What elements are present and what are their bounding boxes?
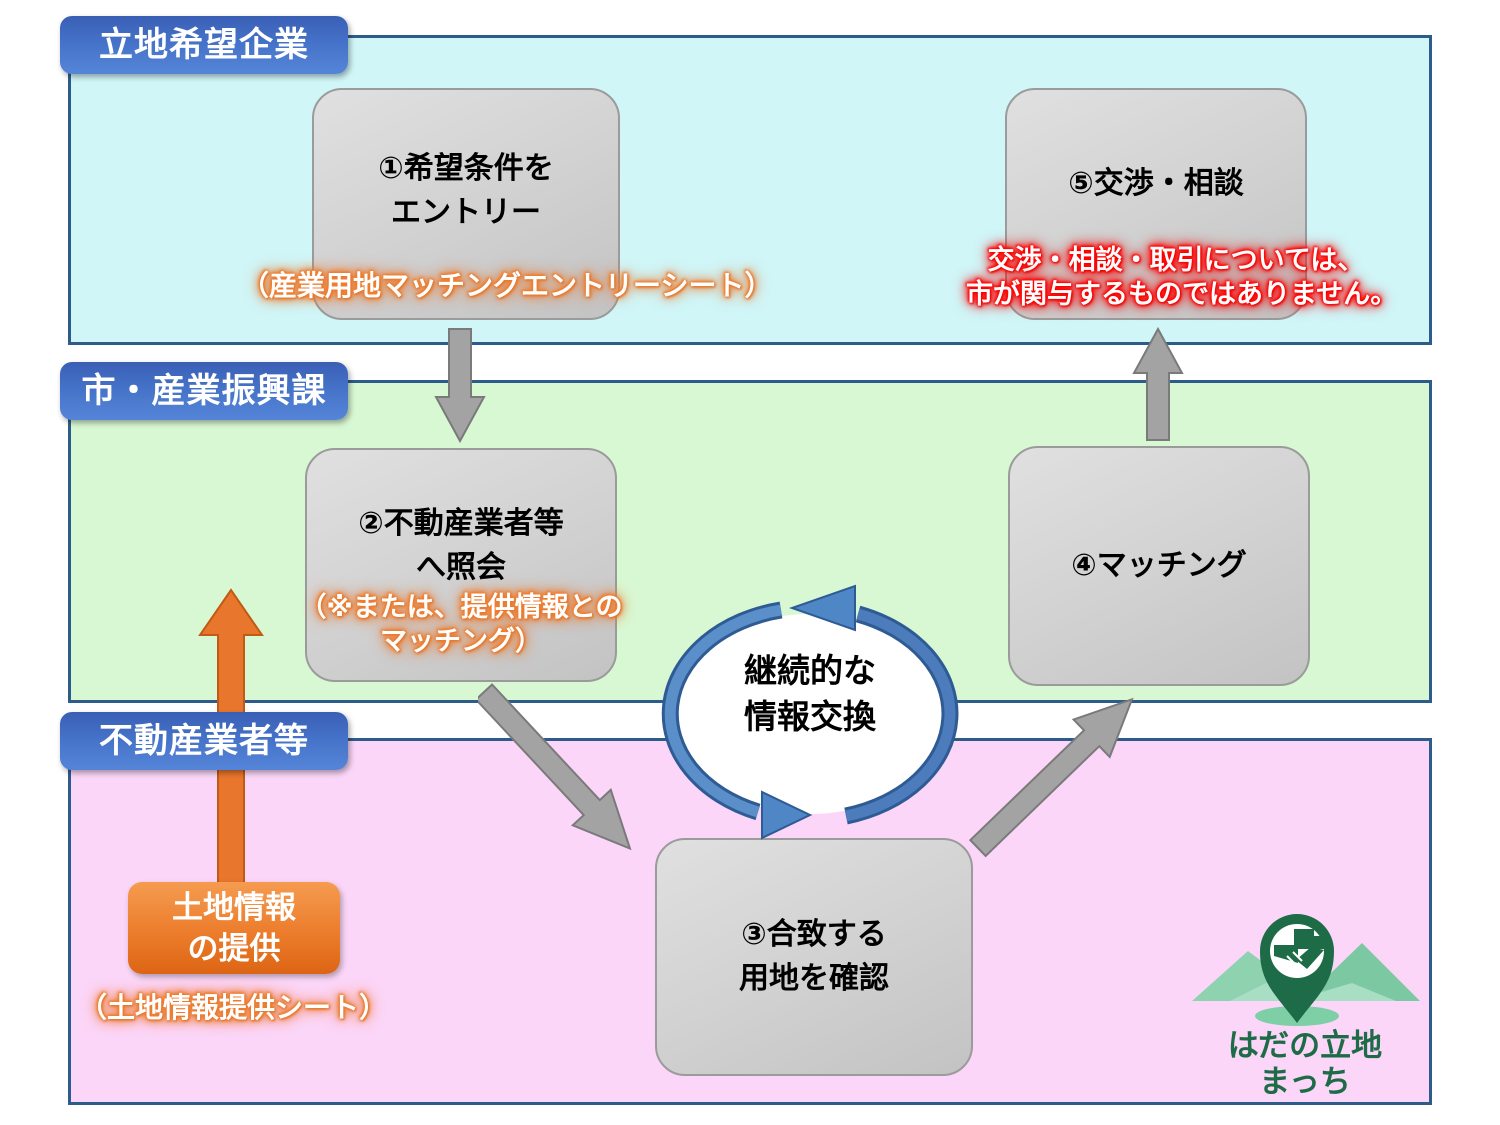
arrow-step1-to-step2 — [434, 328, 486, 443]
step1-box: ①希望条件を エントリー — [312, 88, 620, 320]
step5-warning: 交渉・相談・取引については、 市が関与するものではありません。 — [966, 243, 1398, 311]
step2-title-line1: ②不動産業者等 — [358, 507, 564, 540]
handshake-icon — [1274, 929, 1324, 969]
step4-title: ④マッチング — [1071, 549, 1247, 582]
cycle-label: 継続的な 情報交換 — [660, 648, 960, 740]
cycle-label-line2: 情報交換 — [744, 698, 876, 735]
logo-text-line1: はだの立地 — [1227, 1028, 1383, 1063]
step5-title: ⑤交渉・相談 — [1068, 167, 1244, 200]
step2-note-line2: マッチング） — [380, 626, 542, 656]
step1-title-line1: ①希望条件を — [378, 152, 554, 185]
cycle-arrowhead-bottom-icon — [761, 790, 813, 840]
cycle-label-line1: 継続的な — [744, 652, 876, 689]
logo-text: はだの立地 まっち — [1185, 1028, 1425, 1100]
step3-title-line2: 用地を確認 — [739, 962, 889, 995]
step2-title-line2: へ照会 — [416, 551, 506, 584]
land-info-box: 土地情報 の提供 — [128, 882, 340, 974]
step4-box: ④マッチング — [1008, 446, 1310, 686]
step1-note: （産業用地マッチングエントリーシート） — [241, 270, 773, 301]
band-label-city: 市・産業振興課 — [60, 362, 348, 420]
arrow-step4-to-step5 — [1132, 327, 1184, 441]
step5-warning-line2: 市が関与するものではありません。 — [966, 279, 1398, 309]
land-info-line2: の提供 — [187, 931, 281, 966]
logo-mountain-right-icon — [1302, 943, 1420, 1001]
arrow-step2-to-step3 — [478, 683, 632, 851]
step3-title-line1: ③合致する — [741, 918, 887, 951]
step2-box: ②不動産業者等 へ照会 （※または、提供情報との マッチング） — [300, 448, 623, 682]
arrow-step3-to-step4 — [968, 697, 1134, 858]
step5-warning-line1: 交渉・相談・取引については、 — [987, 245, 1365, 275]
step1-title-line2: エントリー — [391, 196, 541, 229]
cycle-arrowhead-top-icon — [788, 584, 856, 632]
step2-note-line1: （※または、提供情報との — [299, 592, 623, 622]
land-info-line1: 土地情報 — [172, 890, 296, 925]
land-info-note: （土地情報提供シート） — [78, 992, 387, 1023]
cycle-ellipse — [661, 584, 959, 840]
step5-box: ⑤交渉・相談 — [1005, 88, 1307, 320]
step3-box: ③合致する 用地を確認 — [655, 838, 973, 1076]
logo-text-line2: まっち — [1259, 1064, 1351, 1099]
band-label-companies: 立地希望企業 — [60, 16, 348, 74]
band-label-realtors: 不動産業者等 — [60, 712, 348, 770]
hadano-matching-logo-icon — [1192, 914, 1420, 1026]
